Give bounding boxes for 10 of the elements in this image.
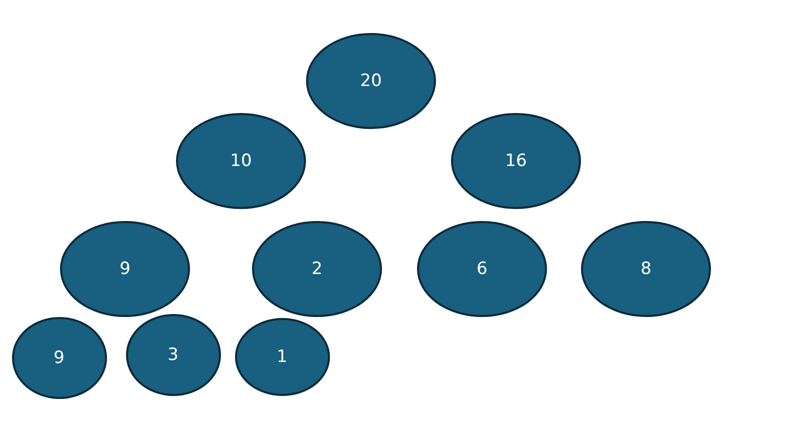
ellipse-node: 1: [234, 318, 330, 396]
ellipse-node: 9: [60, 221, 190, 317]
ellipse-node: 10: [176, 113, 306, 209]
ellipse-node: 9: [12, 317, 106, 399]
ellipse-node: 3: [126, 314, 220, 396]
ellipse-node: 20: [306, 33, 436, 129]
ellipse-node: 8: [581, 221, 711, 317]
ellipse-node: 2: [252, 221, 382, 317]
ellipse-node: 6: [417, 221, 547, 317]
ellipse-node: 16: [451, 113, 581, 209]
